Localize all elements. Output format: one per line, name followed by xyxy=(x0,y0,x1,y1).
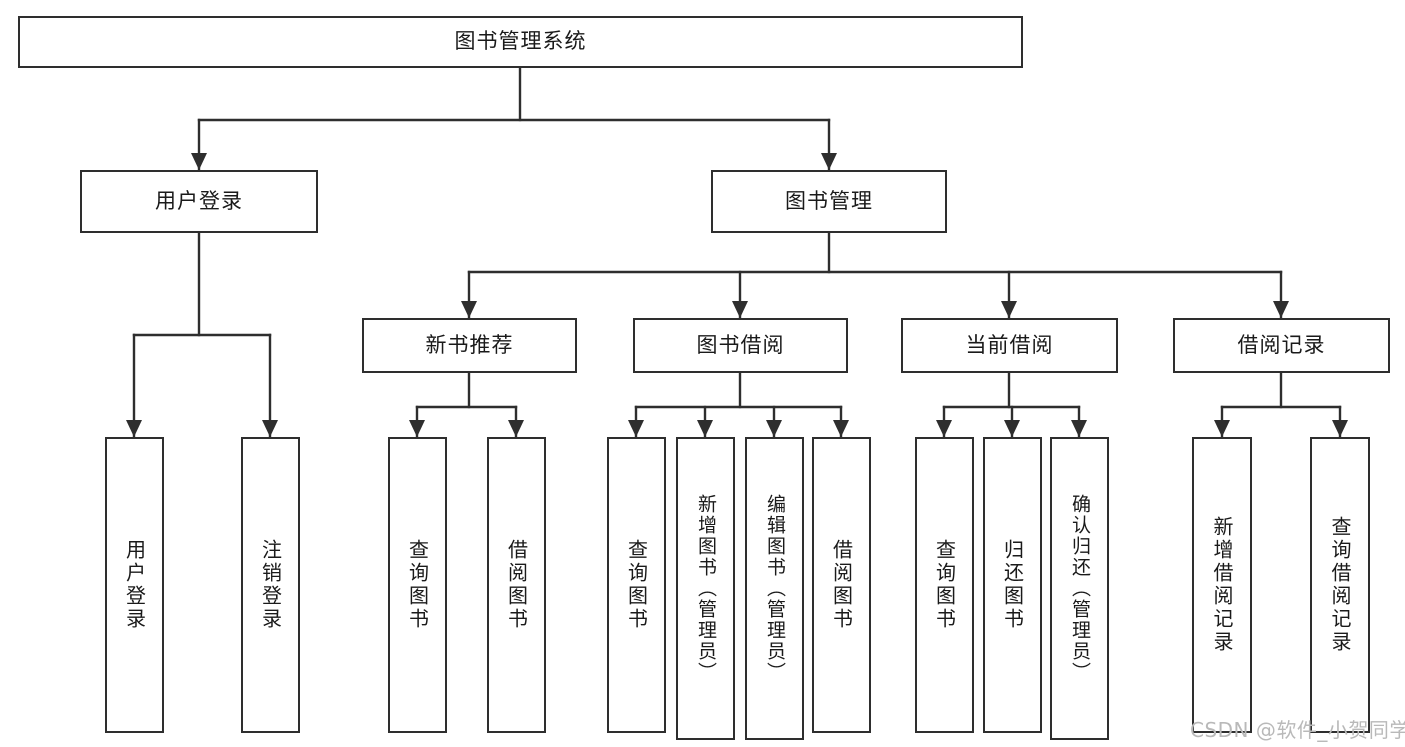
node-label: 图书管理系统 xyxy=(454,29,587,54)
arrow-borrow-leaf1-icon xyxy=(628,420,644,437)
node-label: 查询图书 xyxy=(932,539,957,631)
node-book-borrow[interactable]: 图书借阅 xyxy=(633,318,848,373)
node-borrow-record[interactable]: 借阅记录 xyxy=(1173,318,1390,373)
arrow-current-borrow-icon xyxy=(1001,301,1017,318)
leaf-node-leaf-query-record[interactable]: 查询借阅记录 xyxy=(1310,437,1370,733)
node-label: 新增借阅记录 xyxy=(1210,516,1234,654)
leaf-node-leaf-borrow-book[interactable]: 借阅图书 xyxy=(812,437,871,733)
node-label: 借阅图书 xyxy=(504,539,529,631)
node-label: 图书管理 xyxy=(785,188,873,213)
leaf-node-leaf-add-book[interactable]: 新增图书（管理员） xyxy=(676,437,735,740)
leaf-node-leaf-borrow-book-rec[interactable]: 借阅图书 xyxy=(487,437,546,733)
node-current-borrow[interactable]: 当前借阅 xyxy=(901,318,1118,373)
arrow-borrow-record-icon xyxy=(1273,301,1289,318)
node-label: 确认归还（管理员） xyxy=(1068,494,1091,683)
arrow-user-login-icon xyxy=(191,153,207,170)
node-label: 编辑图书（管理员） xyxy=(763,494,786,683)
node-label: 借阅记录 xyxy=(1237,332,1326,357)
arrow-borrow-leaf4-icon xyxy=(833,420,849,437)
arrow-book-borrow-icon xyxy=(732,301,748,318)
leaf-node-leaf-query-book-cur[interactable]: 查询图书 xyxy=(915,437,974,733)
node-label: 查询图书 xyxy=(624,539,649,631)
node-label: 图书借阅 xyxy=(696,332,785,357)
node-label: 用户登录 xyxy=(155,188,243,213)
arrow-borrow-leaf2-icon xyxy=(697,420,713,437)
node-label: 注销登录 xyxy=(258,539,283,631)
node-label: 借阅图书 xyxy=(829,539,854,631)
node-user-login[interactable]: 用户登录 xyxy=(80,170,318,233)
arrow-cur-leaf3-icon xyxy=(1071,420,1087,437)
leaf-node-leaf-return-book[interactable]: 归还图书 xyxy=(983,437,1042,733)
arrow-rec-leaf2-icon xyxy=(508,420,524,437)
node-label: 新书推荐 xyxy=(425,332,514,357)
node-label: 归还图书 xyxy=(1000,539,1025,631)
node-label: 查询借阅记录 xyxy=(1328,516,1352,654)
arrow-leaf-user-login-icon xyxy=(126,420,142,437)
csdn-watermark: CSDN @软件_小贺同学 xyxy=(1190,718,1405,742)
leaf-node-leaf-user-login[interactable]: 用户登录 xyxy=(105,437,164,733)
arrow-book-manage-icon xyxy=(821,153,837,170)
root-node-root[interactable]: 图书管理系统 xyxy=(18,16,1023,68)
node-new-book-recommend[interactable]: 新书推荐 xyxy=(362,318,577,373)
arrow-record-leaf2-icon xyxy=(1332,420,1348,437)
leaf-node-leaf-confirm-return[interactable]: 确认归还（管理员） xyxy=(1050,437,1109,740)
arrow-rec-leaf1-icon xyxy=(409,420,425,437)
leaf-node-leaf-query-book-rec[interactable]: 查询图书 xyxy=(388,437,447,733)
node-label: 新增图书（管理员） xyxy=(694,494,717,683)
node-label: 用户登录 xyxy=(122,539,147,631)
arrow-new-book-recommend-icon xyxy=(461,301,477,318)
arrow-borrow-leaf3-icon xyxy=(766,420,782,437)
node-label: 查询图书 xyxy=(405,539,430,631)
node-book-manage[interactable]: 图书管理 xyxy=(711,170,947,233)
leaf-node-leaf-edit-book[interactable]: 编辑图书（管理员） xyxy=(745,437,804,740)
arrow-leaf-logout-icon xyxy=(262,420,278,437)
node-label: 当前借阅 xyxy=(965,332,1054,357)
leaf-node-leaf-add-record[interactable]: 新增借阅记录 xyxy=(1192,437,1252,733)
arrow-cur-leaf2-icon xyxy=(1004,420,1020,437)
leaf-node-leaf-query-book-borrow[interactable]: 查询图书 xyxy=(607,437,666,733)
arrow-cur-leaf1-icon xyxy=(936,420,952,437)
arrow-record-leaf1-icon xyxy=(1214,420,1230,437)
leaf-node-leaf-logout[interactable]: 注销登录 xyxy=(241,437,300,733)
